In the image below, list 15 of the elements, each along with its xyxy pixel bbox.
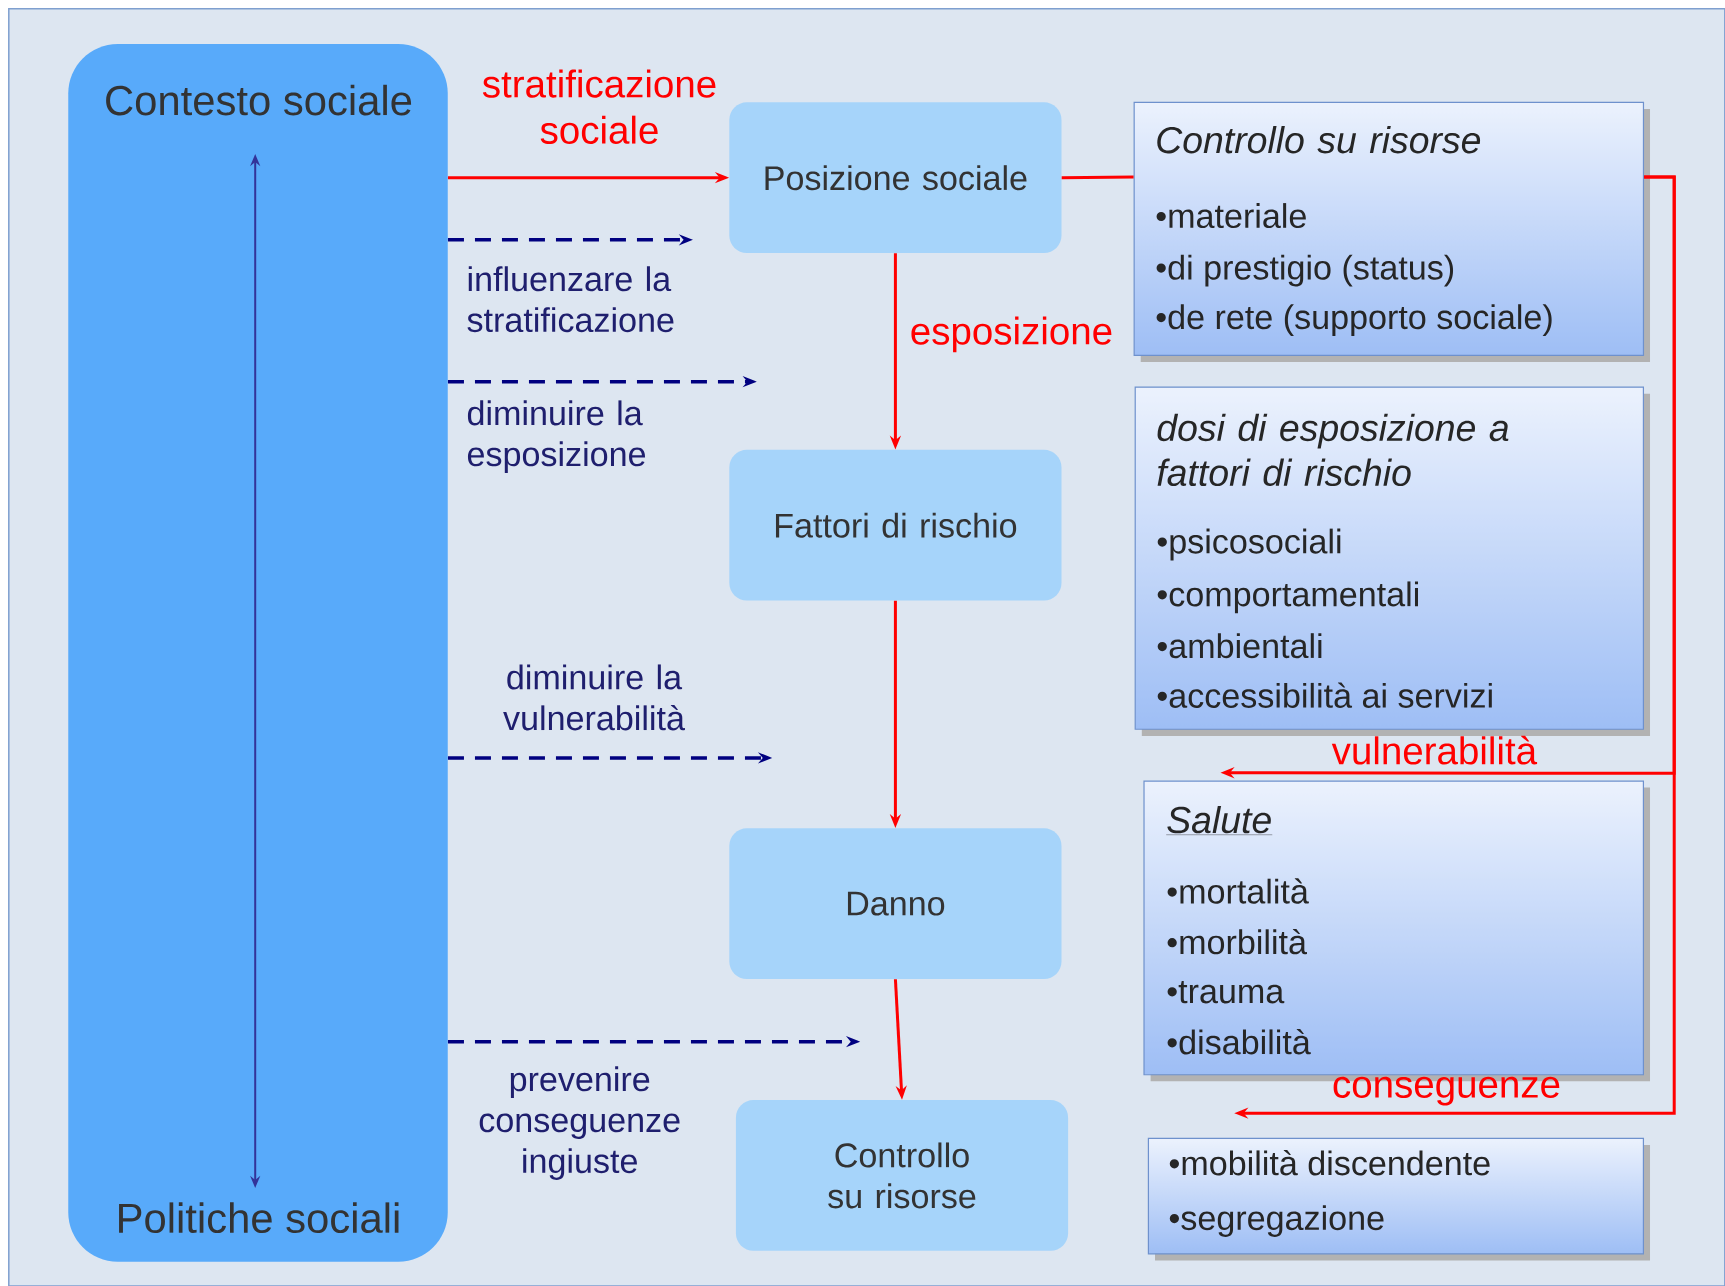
process-box: Controllo su risorse xyxy=(735,1100,1069,1251)
edge-label: influenzare la stratificazione xyxy=(467,266,674,333)
edge-label: esposizione xyxy=(911,316,1112,353)
info-box: dosi di esposizione a fattori di rischio •psicosociali •comportamentali •ambientali •accessibilità ai servizi xyxy=(1134,386,1650,736)
edge-label: prevenire conseguenze ingiuste xyxy=(479,1066,680,1180)
context-panel: Contesto sociale Politiche sociali xyxy=(68,44,448,1262)
process-box: Fattori di rischio xyxy=(729,449,1062,601)
edge-label: vulnerabilità xyxy=(1331,735,1538,765)
info-box: Controllo su risorse •materiale •di prestigio (status) •de rete (supporto sociale) xyxy=(1133,101,1650,362)
process-box: Danno xyxy=(729,828,1062,980)
edge-label: diminuire la esposizione xyxy=(467,400,646,474)
edge-label: diminuire la vulnerabilità xyxy=(503,664,685,731)
process-box: Posizione sociale xyxy=(729,102,1062,254)
edge-label: stratificazione sociale xyxy=(482,69,716,144)
info-box: •mobilità discendente •segregazione xyxy=(1147,1137,1650,1261)
